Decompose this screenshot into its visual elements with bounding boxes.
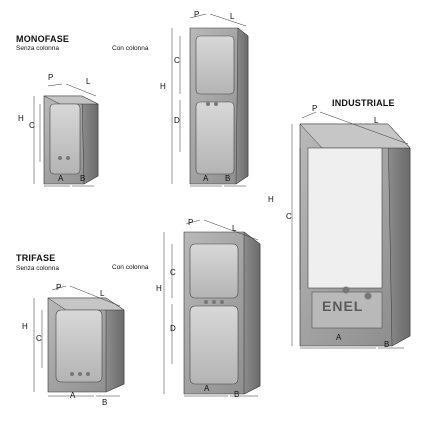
dim-B: B bbox=[80, 174, 86, 183]
monofase-con-colonna-box bbox=[171, 13, 249, 187]
dim-C: C bbox=[29, 121, 35, 130]
dim-L: L bbox=[86, 77, 91, 86]
dim-A: A bbox=[336, 333, 342, 342]
label-tri-con-colonna: Con colonna bbox=[112, 264, 149, 271]
dim-P: P bbox=[56, 283, 62, 292]
label-tri-senza-colonna: Senza colonna bbox=[16, 265, 60, 272]
heading-industriale: INDUSTRIALE bbox=[332, 98, 395, 108]
dim-C: C bbox=[170, 268, 176, 277]
dim-H: H bbox=[268, 195, 274, 204]
dim-A: A bbox=[70, 391, 76, 400]
dim-L: L bbox=[230, 12, 235, 21]
dim-H: H bbox=[18, 114, 24, 123]
dim-P: P bbox=[48, 73, 54, 82]
label-mono-senza-colonna: Senza colonna bbox=[16, 45, 60, 52]
dim-B: B bbox=[225, 174, 231, 183]
label-mono-con-colonna: Con colonna bbox=[112, 45, 149, 52]
dim-C: C bbox=[286, 212, 292, 221]
dim-B: B bbox=[234, 390, 240, 399]
heading-monofase: MONOFASE bbox=[16, 34, 70, 44]
dim-H: H bbox=[22, 322, 28, 331]
monofase-senza-colonna-box bbox=[33, 83, 99, 187]
dim-P: P bbox=[188, 218, 194, 227]
dim-L: L bbox=[100, 289, 105, 298]
heading-trifase: TRIFASE bbox=[16, 253, 56, 263]
dim-L: L bbox=[232, 224, 237, 233]
dim-H: H bbox=[156, 284, 162, 293]
dim-A: A bbox=[204, 384, 210, 393]
trifase-senza-colonna-box bbox=[33, 285, 125, 397]
dim-C: C bbox=[36, 334, 42, 343]
dim-C: C bbox=[174, 56, 180, 65]
dim-L: L bbox=[374, 116, 379, 125]
dim-D: D bbox=[170, 324, 176, 333]
dim-B: B bbox=[384, 340, 390, 349]
dim-B: B bbox=[102, 398, 108, 407]
dim-H: H bbox=[160, 82, 166, 91]
enel-logo: ENEL bbox=[322, 298, 364, 314]
dim-A: A bbox=[58, 174, 64, 183]
dim-A: A bbox=[203, 174, 209, 183]
dim-P: P bbox=[194, 10, 200, 19]
dim-D: D bbox=[174, 116, 180, 125]
dim-P: P bbox=[312, 104, 318, 113]
trifase-con-colonna-box bbox=[163, 219, 261, 397]
industriale-box bbox=[291, 111, 411, 349]
